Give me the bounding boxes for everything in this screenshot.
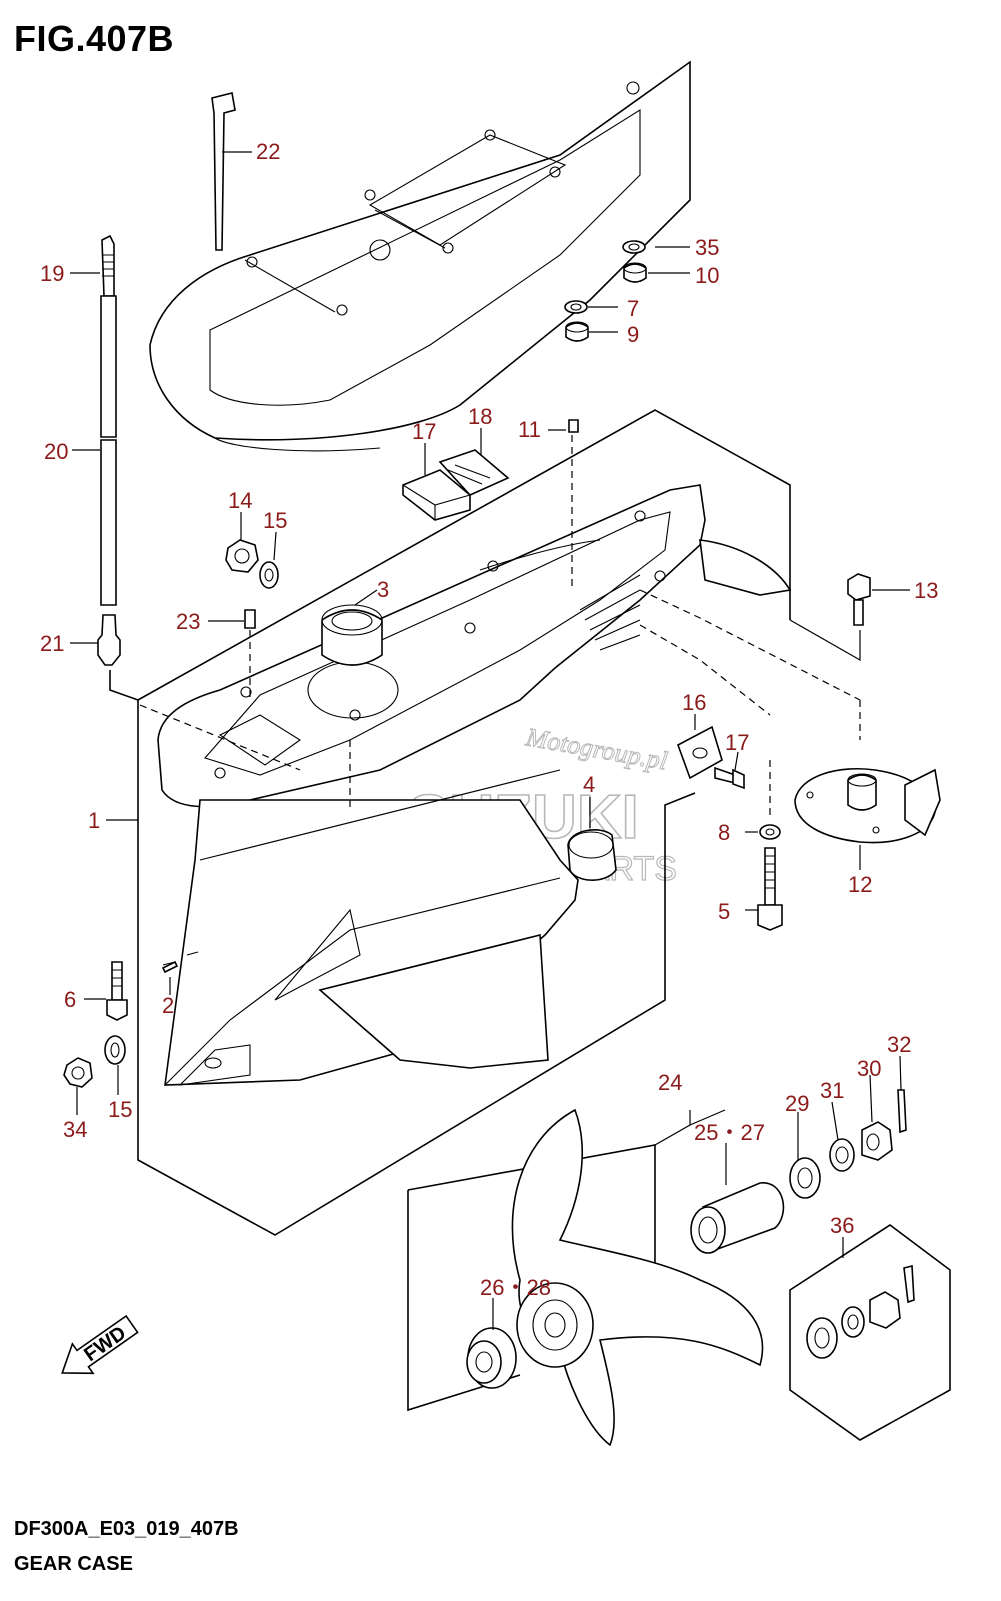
part-31-nut [861, 1121, 893, 1161]
callout-3: 3 [377, 577, 389, 602]
callout-13: 13 [914, 578, 938, 603]
part-1-gear-case [157, 484, 792, 1086]
callout-4: 4 [583, 772, 595, 797]
assembly-frame [109, 409, 791, 1236]
callout-16: 16 [682, 690, 706, 715]
part-36-kit-frame [789, 1224, 951, 1441]
callout-34: 34 [63, 1117, 87, 1142]
callout-29: 26・28 [480, 1275, 551, 1300]
part-5-bolt [757, 847, 783, 931]
callout-10: 10 [695, 263, 719, 288]
part-35-washer [622, 240, 646, 254]
part-15-gasket-lower [104, 1035, 126, 1065]
part-34-plug [63, 1057, 93, 1088]
part-13-guide-line [789, 619, 861, 662]
callouts: 22 19 20 21 35 10 7 9 11 17 18 14 15 3 2… [40, 139, 938, 1300]
part-33-cotter-pin [897, 1089, 907, 1134]
part-30-spacer [789, 1157, 821, 1199]
callout-14: 14 [228, 488, 252, 513]
callout-1: 1 [88, 808, 100, 833]
propeller [511, 1108, 764, 1447]
callout-17: 17 [725, 730, 749, 755]
callout-33: 32 [887, 1032, 911, 1057]
part-36-kit [806, 1264, 915, 1359]
part-8-washer [759, 824, 781, 840]
part-22-rod-coupler [97, 614, 121, 666]
callout-25-27: 24 [658, 1070, 682, 1095]
alignment-lines [139, 435, 861, 815]
callout-23: 22 [256, 139, 280, 164]
part-9-nut [565, 321, 589, 342]
callout-26-28: 25・27 [694, 1120, 765, 1145]
part-13-bolt [847, 573, 871, 626]
callout-22: 21 [40, 631, 64, 656]
callout-36: 36 [830, 1213, 854, 1238]
part-16-anode [677, 725, 723, 780]
figure-title: FIG.407B [14, 18, 175, 59]
callout-19: 18 [468, 404, 492, 429]
callout-11: 11 [518, 417, 541, 442]
propeller-frame [407, 1109, 726, 1412]
callout-15-lower: 15 [108, 1097, 132, 1122]
part-23-cable-tie [211, 92, 236, 251]
fwd-arrow-icon: FWD [61, 1314, 139, 1375]
callout-32: 31 [820, 1078, 844, 1103]
callout-30: 29 [785, 1091, 809, 1116]
part-20-rod-end [101, 234, 115, 297]
figure-code: DF300A_E03_019_407B [14, 1518, 239, 1540]
part-24-dowel-pin [244, 609, 256, 629]
part-6-bolt [106, 961, 128, 1021]
figure-name: GEAR CASE [14, 1553, 133, 1575]
callout-21: 20 [44, 439, 68, 464]
callout-6: 6 [64, 987, 76, 1012]
part-12-trim-tab [794, 767, 941, 844]
callout-20: 19 [40, 261, 64, 286]
part-18-plate [402, 469, 471, 521]
callout-5: 5 [718, 899, 730, 924]
part-17-bolt [714, 766, 745, 790]
part-15-gasket-upper [259, 561, 279, 589]
part-10-nut [623, 262, 647, 283]
callout-2: 2 [162, 993, 174, 1018]
callout-8: 8 [718, 820, 730, 845]
part-4-bushing [567, 829, 617, 881]
part-29-thrust-washer [466, 1327, 517, 1389]
part-19-plate [438, 449, 510, 496]
part-7-washer [564, 300, 588, 314]
part-11-dowel-pin [568, 419, 579, 433]
leader-lines [70, 151, 910, 1330]
watermark-site: Motogroup.pl [523, 722, 670, 776]
part-21-shift-rod [100, 295, 117, 606]
part-14-drain-plug [225, 539, 259, 573]
callout-9: 9 [627, 322, 639, 347]
callout-31: 30 [857, 1056, 881, 1081]
callout-12: 12 [848, 872, 872, 897]
part-2-pin [161, 960, 179, 974]
callout-24: 23 [176, 609, 200, 634]
callout-35: 35 [695, 235, 719, 260]
part-26-28-bushing [690, 1182, 785, 1254]
callout-15-upper: 15 [263, 508, 287, 533]
callout-7: 7 [627, 296, 639, 321]
upper-cover [149, 60, 691, 452]
part-32-washer [829, 1138, 855, 1172]
callout-18: 17 [412, 419, 436, 444]
